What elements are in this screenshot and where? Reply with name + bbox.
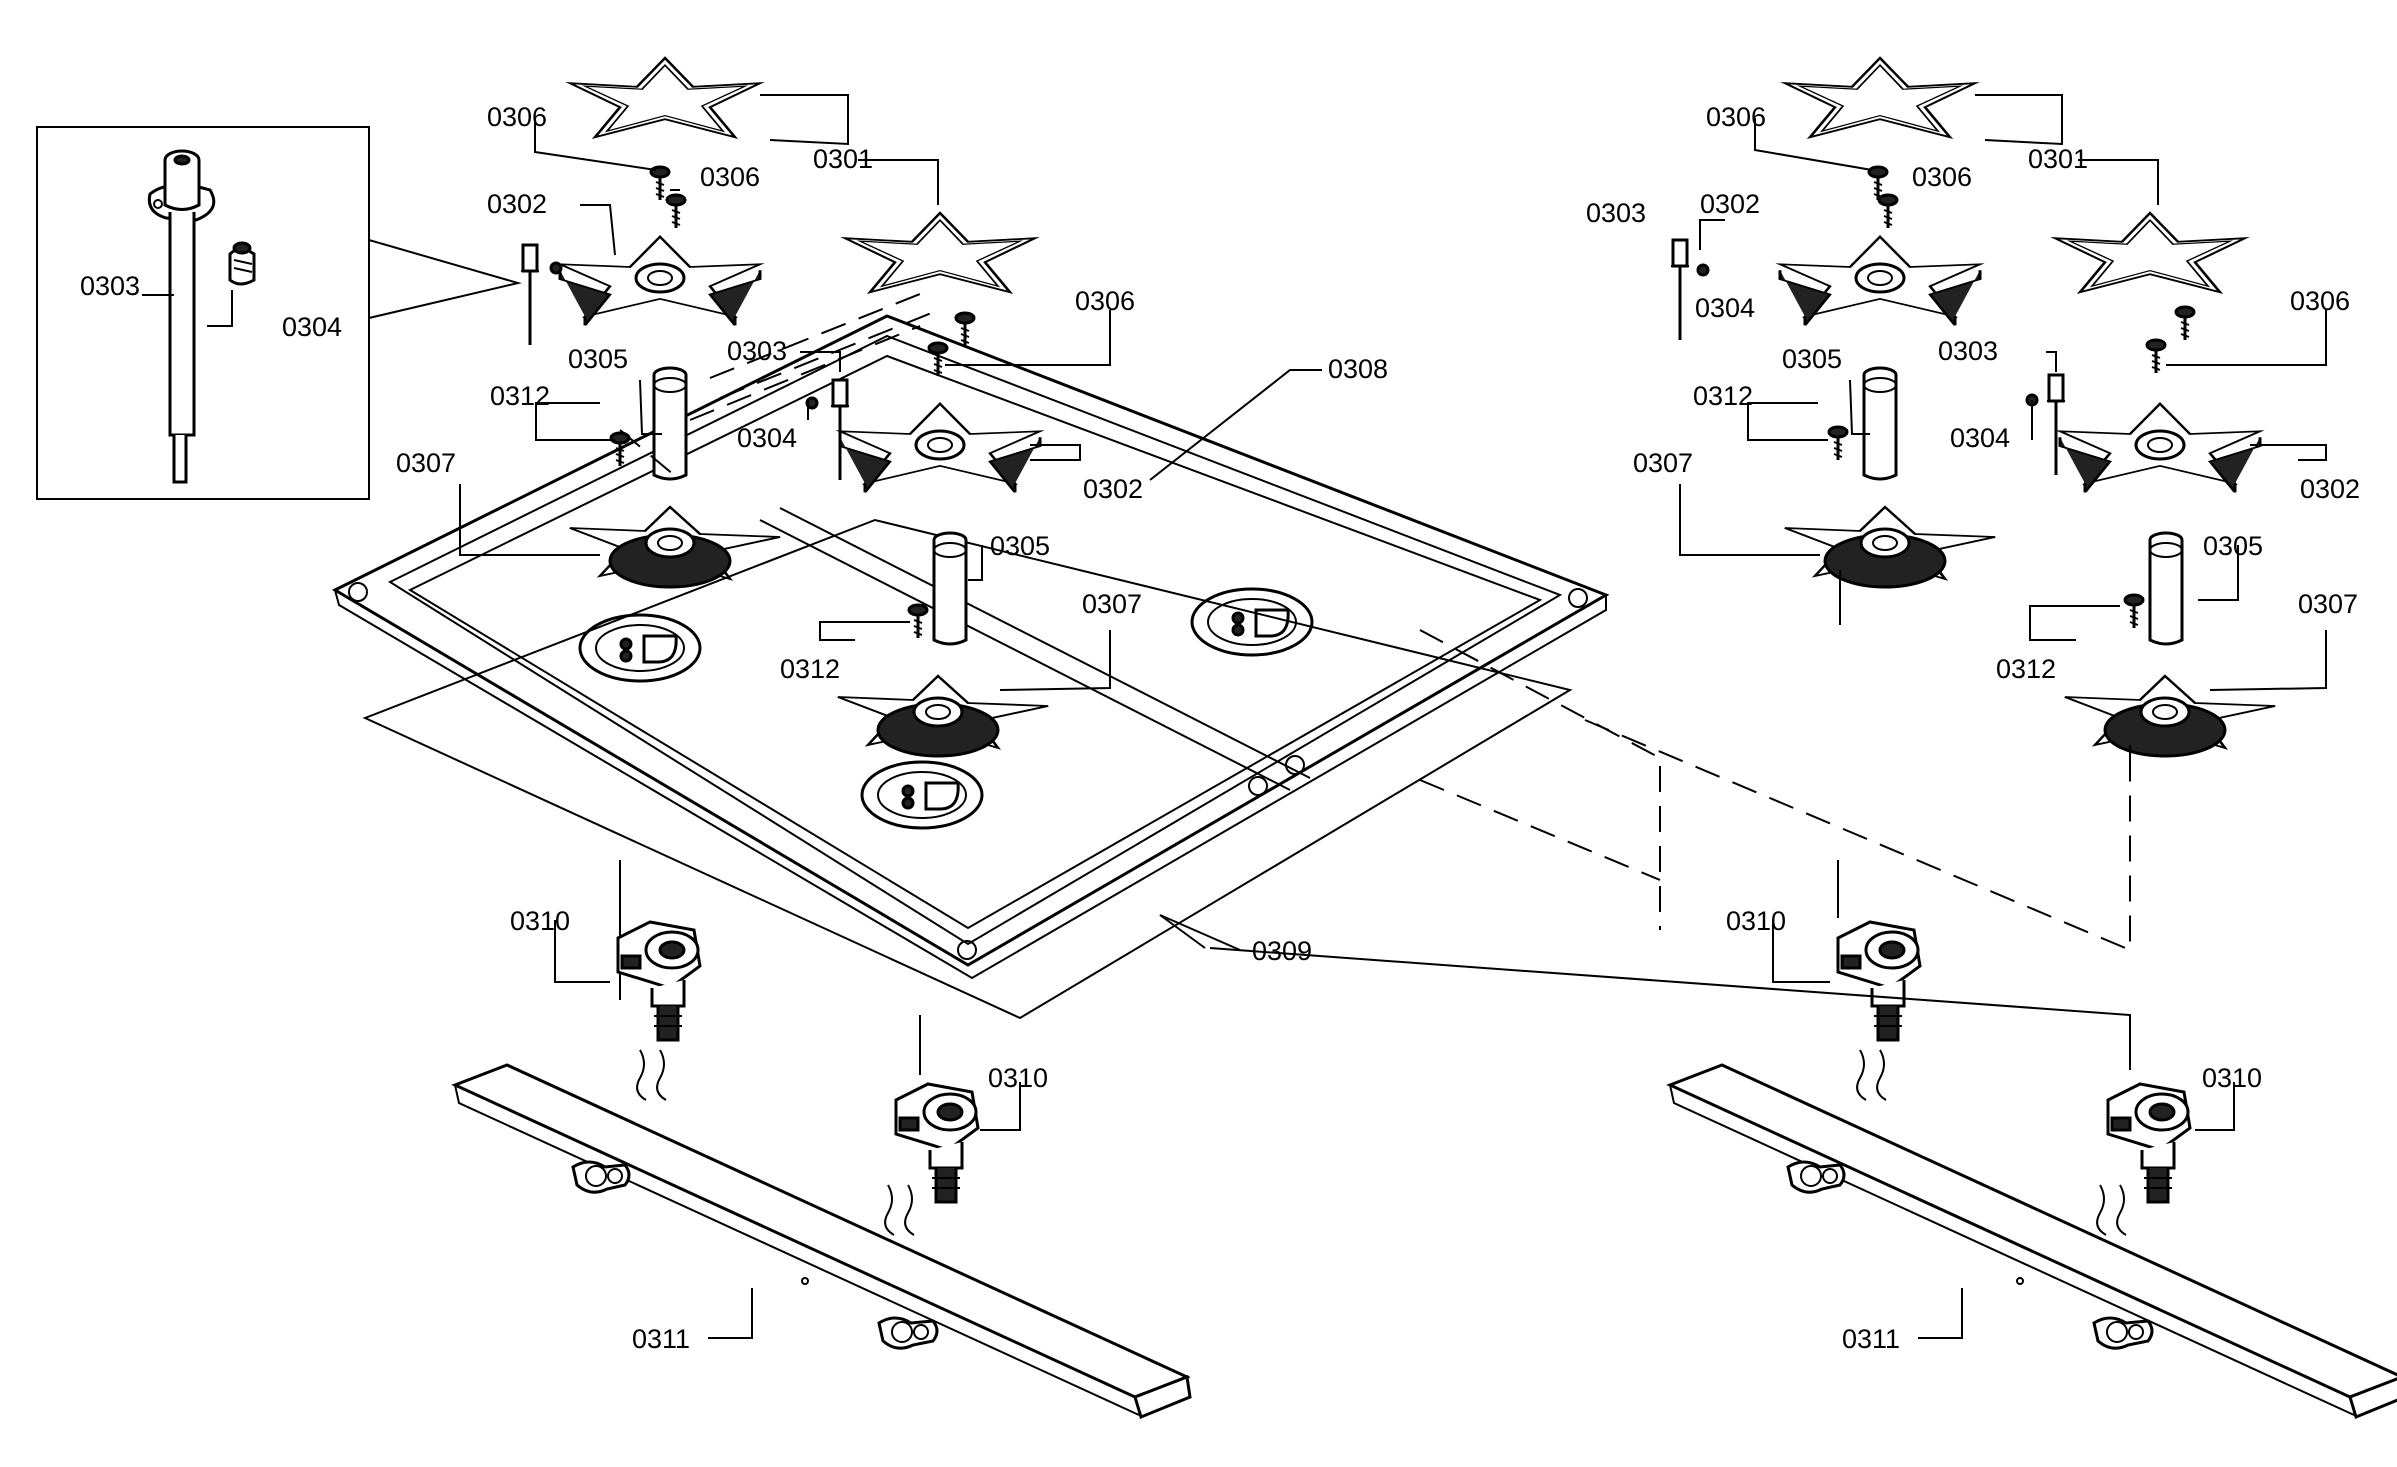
label-0306: 0306 (2290, 286, 2350, 316)
label-0306: 0306 (487, 102, 547, 132)
label-0301: 0301 (2028, 144, 2088, 174)
label-0305: 0305 (2203, 531, 2263, 561)
inset-detail (36, 126, 522, 500)
label-0304: 0304 (1950, 423, 2010, 453)
label-0303: 0303 (1938, 336, 1998, 366)
label-0310: 0310 (2202, 1063, 2262, 1093)
label-0302: 0302 (1083, 474, 1143, 504)
label-0302: 0302 (1700, 189, 1760, 219)
part-labels: 0303 0304 0306 0301 0306 0302 0305 0312 … (80, 102, 2360, 1354)
label-0304: 0304 (282, 312, 342, 342)
label-0305: 0305 (990, 531, 1050, 561)
label-0312: 0312 (1996, 654, 2056, 684)
right-burner-front (2025, 211, 2277, 758)
label-0312: 0312 (780, 654, 840, 684)
label-0304: 0304 (1695, 293, 1755, 323)
label-0310: 0310 (1726, 906, 1786, 936)
left-burner-back (519, 56, 782, 589)
label-0312: 0312 (490, 381, 550, 411)
burner-tray (331, 314, 1610, 980)
label-0307: 0307 (1082, 589, 1142, 619)
label-0304: 0304 (737, 423, 797, 453)
leader-lines (142, 94, 2327, 1339)
label-0302: 0302 (2300, 474, 2360, 504)
label-0307: 0307 (2298, 589, 2358, 619)
label-0303: 0303 (80, 271, 140, 301)
label-0301: 0301 (813, 144, 873, 174)
left-bracket (453, 1063, 1192, 1419)
right-guide-lines (1419, 570, 2131, 952)
label-0305: 0305 (568, 344, 628, 374)
label-0302: 0302 (487, 189, 547, 219)
right-burner-back (1669, 56, 1997, 589)
label-0312: 0312 (1693, 381, 1753, 411)
label-0303: 0303 (1586, 198, 1646, 228)
label-0306: 0306 (1912, 162, 1972, 192)
label-0308: 0308 (1328, 354, 1388, 384)
label-0305: 0305 (1782, 344, 1842, 374)
label-0311: 0311 (1842, 1324, 1900, 1354)
label-0306: 0306 (1075, 286, 1135, 316)
right-bracket (1668, 1063, 2397, 1419)
right-valves (1209, 860, 2192, 1236)
label-0310: 0310 (510, 906, 570, 936)
label-0311: 0311 (632, 1324, 690, 1354)
label-0306: 0306 (1706, 102, 1766, 132)
left-valves (616, 860, 980, 1236)
label-0306: 0306 (700, 162, 760, 192)
seal-gasket (362, 518, 1573, 1020)
label-0307: 0307 (1633, 448, 1693, 478)
label-0310: 0310 (988, 1063, 1048, 1093)
label-0309: 0309 (1252, 936, 1312, 966)
label-0307: 0307 (396, 448, 456, 478)
label-0303: 0303 (727, 336, 787, 366)
